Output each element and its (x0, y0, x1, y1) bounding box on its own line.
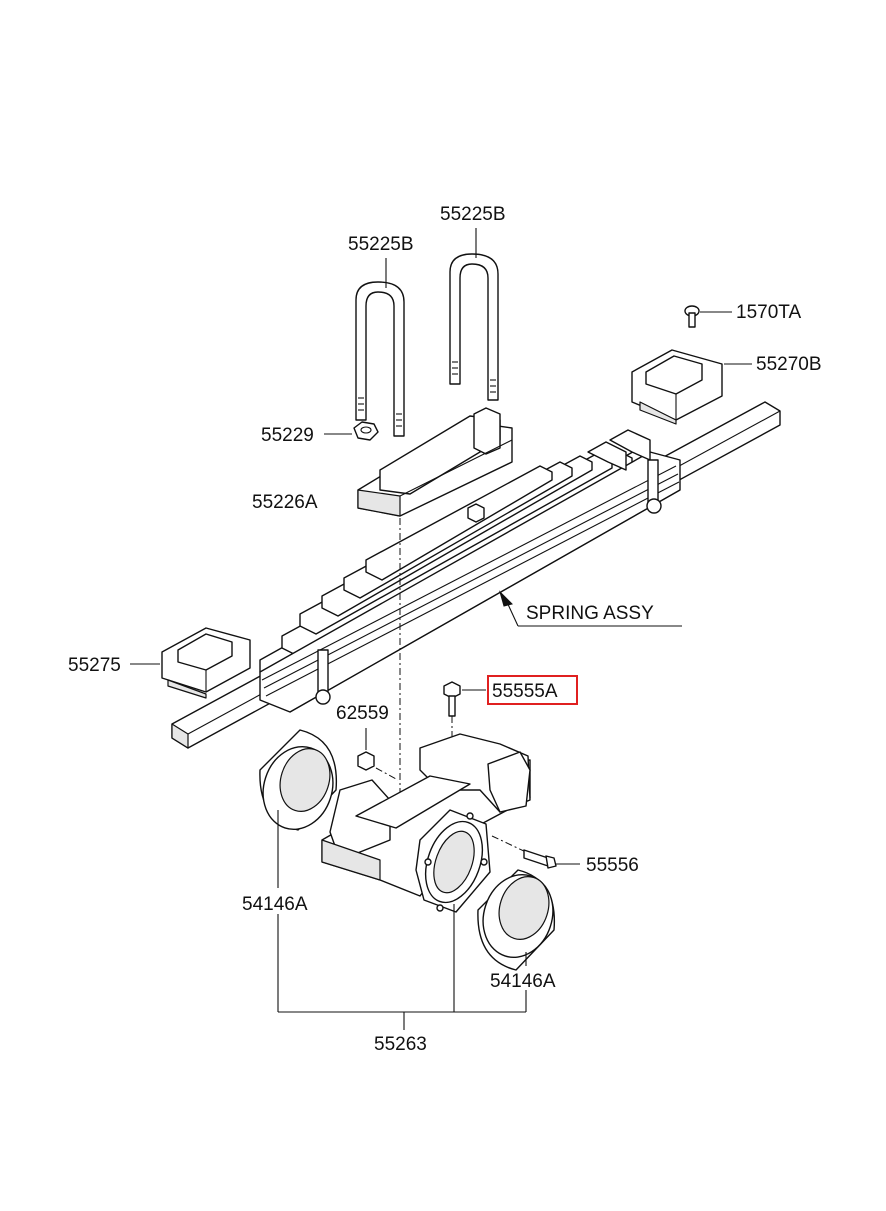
bushing-left[interactable] (253, 729, 344, 838)
bolt-55556[interactable] (491, 835, 580, 869)
label-bolt-55555a[interactable]: 55555A (492, 681, 558, 702)
label-bushing-right[interactable]: 54146A (490, 971, 556, 992)
pad-55270b[interactable] (631, 349, 752, 425)
label-nut-55229[interactable]: 55229 (261, 425, 314, 446)
highlight-box (487, 675, 578, 705)
bracket-leaders (277, 810, 527, 1030)
label-bushing-left[interactable]: 54146A (242, 894, 308, 915)
pad-55275[interactable] (130, 627, 251, 699)
bracket-assembly[interactable] (321, 733, 531, 913)
spring-seat[interactable] (357, 407, 513, 517)
nut-55229[interactable] (324, 421, 379, 441)
label-ubolt-right[interactable]: 55225B (440, 204, 506, 225)
label-spring-assy[interactable]: SPRING ASSY (526, 603, 654, 624)
label-pad-55275[interactable]: 55275 (68, 655, 121, 676)
u-bolt-left[interactable] (355, 258, 405, 437)
label-seat-55226a[interactable]: 55226A (252, 492, 318, 513)
bushing-right[interactable] (473, 866, 564, 971)
nut-62559[interactable] (357, 728, 399, 781)
label-bracket-55263[interactable]: 55263 (374, 1034, 427, 1055)
screw-1570ta[interactable] (684, 305, 732, 328)
leaf-spring[interactable] (171, 401, 781, 749)
u-bolt-right[interactable] (449, 228, 499, 401)
label-screw-1570ta[interactable]: 1570TA (736, 302, 801, 323)
label-nut-62559[interactable]: 62559 (336, 703, 389, 724)
label-bolt-55556[interactable]: 55556 (586, 855, 639, 876)
spring-assy-pointer (498, 590, 682, 627)
label-ubolt-left[interactable]: 55225B (348, 234, 414, 255)
label-pad-55270b[interactable]: 55270B (756, 354, 822, 375)
